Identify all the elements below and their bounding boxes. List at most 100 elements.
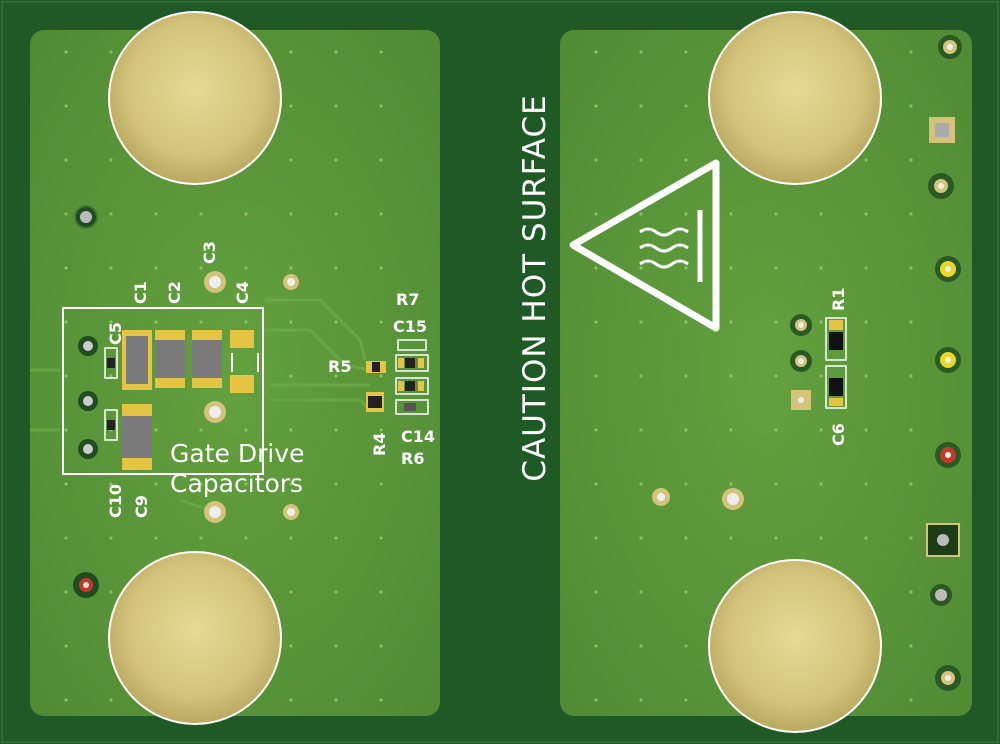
via [819,374,823,378]
via [864,158,868,162]
via [334,320,338,324]
via [244,212,248,216]
capacitor-c2-body [192,330,222,388]
mounting-pad-bottom-left [108,551,282,725]
via [639,320,643,324]
designator-r5: R5 [328,357,351,376]
via [109,320,113,324]
via [199,320,203,324]
via [289,698,293,702]
via [64,698,68,702]
via [109,266,113,270]
via [684,158,688,162]
via [289,158,293,162]
designator-c10: C10 [106,484,125,518]
via [64,104,68,108]
via [154,320,158,324]
via [684,644,688,648]
mounting-pad-top-left [108,11,282,185]
via [244,482,248,486]
via [774,536,778,540]
via [199,428,203,432]
via [289,320,293,324]
designator-c1: C1 [131,281,150,304]
hot-surface-warning-icon [569,159,720,332]
via [774,428,778,432]
via [244,266,248,270]
via [639,104,643,108]
via [379,374,383,378]
via [594,698,598,702]
mounting-pad-top-right [708,11,882,185]
via [684,320,688,324]
via [639,428,643,432]
designator-r4: R4 [370,433,389,456]
via [819,212,823,216]
via [109,212,113,216]
via [379,320,383,324]
via [109,50,113,54]
via [289,104,293,108]
via [289,266,293,270]
via [289,590,293,594]
via [154,428,158,432]
right-copper-plane [560,30,972,716]
gate-drive-silk-box [62,307,264,475]
via [64,536,68,540]
via [379,50,383,54]
via [639,698,643,702]
via [379,212,383,216]
via [289,644,293,648]
via [864,266,868,270]
through-hole-pads-right [652,35,962,691]
via [684,698,688,702]
via [909,698,913,702]
via [334,104,338,108]
component-r1-c6 [825,317,847,409]
via [64,266,68,270]
via [289,428,293,432]
via [639,374,643,378]
via [639,158,643,162]
via [379,644,383,648]
via [154,212,158,216]
via [334,644,338,648]
designator-c9: C9 [132,495,151,518]
capacitor-c4-pads [230,330,259,393]
via [244,428,248,432]
via [819,428,823,432]
via [684,590,688,594]
via [684,212,688,216]
via [379,482,383,486]
via [639,644,643,648]
designator-c14: C14 [401,427,435,446]
via [729,374,733,378]
via [64,644,68,648]
via [639,536,643,540]
via [594,536,598,540]
via [909,50,913,54]
via [774,320,778,324]
via [774,266,778,270]
gate-drive-label-line2: Capacitors [170,469,303,498]
via [64,50,68,54]
via [684,266,688,270]
designator-r1: R1 [829,288,848,311]
via [909,482,913,486]
via [594,212,598,216]
via [864,320,868,324]
via [594,428,598,432]
via [639,266,643,270]
via [109,698,113,702]
via [729,536,733,540]
via [639,212,643,216]
via [684,536,688,540]
via [289,482,293,486]
via [864,212,868,216]
via [109,158,113,162]
via [334,158,338,162]
via [864,428,868,432]
via [379,590,383,594]
via [594,158,598,162]
